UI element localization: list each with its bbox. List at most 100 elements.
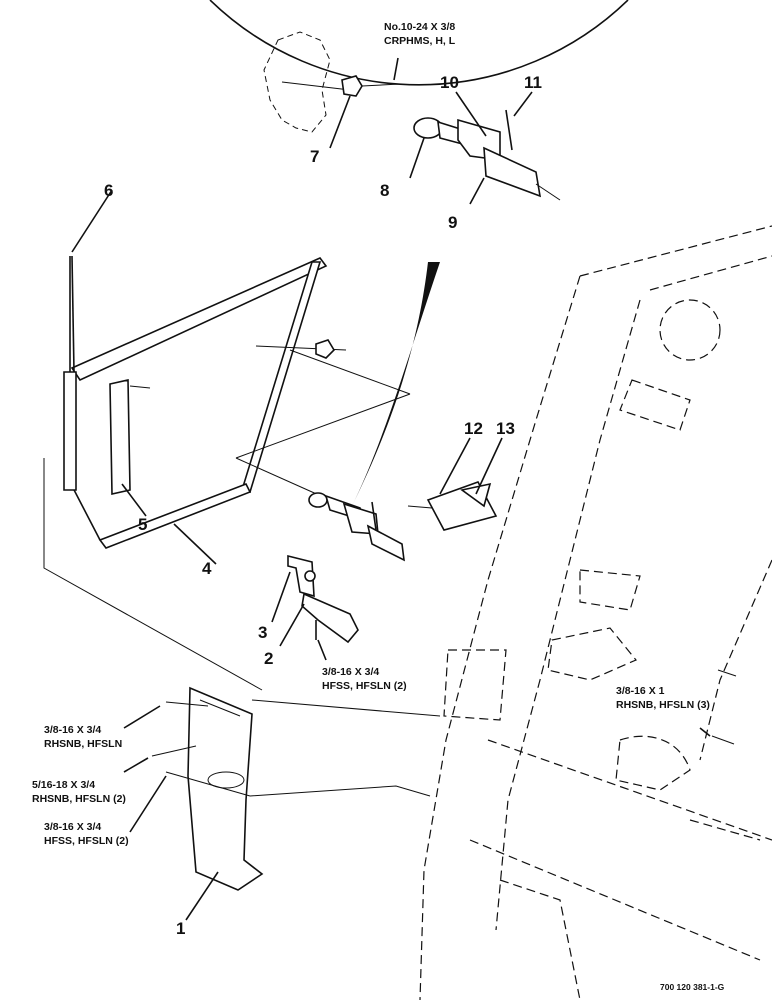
note-shield-bolt-a-line1: 3/8-16 X 3/4 bbox=[44, 724, 101, 736]
panel-corner bbox=[71, 485, 101, 541]
leader-11 bbox=[513, 91, 533, 117]
latch-tube bbox=[366, 524, 405, 562]
machine-frame bbox=[419, 225, 772, 1000]
callout-2: 2 bbox=[264, 649, 273, 668]
leader-3 bbox=[271, 571, 291, 623]
bracket-part-13 bbox=[460, 482, 492, 508]
frame-cutout-d bbox=[615, 735, 691, 791]
leader-5 bbox=[121, 483, 147, 517]
projection-line-e bbox=[249, 785, 431, 797]
note-screw-line2: CRPHMS, H, L bbox=[384, 35, 456, 47]
shield-bend bbox=[199, 699, 241, 717]
note-shield-bolt-a-line2: RHSNB, HFSLN bbox=[44, 738, 122, 750]
leader-2 bbox=[279, 603, 305, 647]
note-shield-bolt-b-line1: 5/16-18 X 3/4 bbox=[32, 779, 95, 791]
frame-bolt-b bbox=[711, 735, 735, 745]
projection-line-d bbox=[251, 699, 441, 717]
leader-9 bbox=[469, 177, 485, 205]
latch-pin bbox=[371, 501, 377, 531]
note-shield-bolt-c-line1: 3/8-16 X 3/4 bbox=[44, 821, 101, 833]
detail-pin-part-11 bbox=[505, 109, 513, 151]
shield-slot bbox=[207, 771, 245, 789]
detail-center-line bbox=[281, 81, 351, 91]
leader-note-6 bbox=[129, 775, 167, 833]
leader-note-screw bbox=[393, 57, 399, 81]
panel-loop-column bbox=[63, 371, 77, 491]
callout-8: 8 bbox=[380, 181, 389, 200]
bolt-b bbox=[151, 745, 197, 757]
detail-panel-edge bbox=[263, 31, 331, 133]
frame-cutout-b bbox=[579, 569, 641, 611]
frame-cutout-a bbox=[619, 379, 691, 431]
frame-top-inner bbox=[649, 255, 772, 291]
leader-1 bbox=[185, 871, 219, 921]
knob bbox=[308, 492, 328, 508]
frame-bottom-beam bbox=[469, 839, 761, 961]
leader-7 bbox=[329, 95, 351, 149]
callout-13: 13 bbox=[496, 419, 515, 438]
frame-inner-edge bbox=[495, 299, 641, 931]
note-screw-line1: No.10-24 X 3/8 bbox=[384, 21, 455, 33]
callout-10: 10 bbox=[440, 73, 459, 92]
note-frame-bolt-line2: RHSNB, HFSLN (3) bbox=[616, 699, 710, 711]
callout-4: 4 bbox=[202, 559, 212, 578]
callout-labels: 1 2 3 4 5 6 7 8 9 10 11 12 13 bbox=[104, 73, 542, 938]
detail-pointer-wedge bbox=[350, 262, 440, 510]
bolt-c bbox=[165, 771, 251, 797]
panel-assembly bbox=[63, 189, 411, 565]
mount-brackets bbox=[271, 554, 359, 661]
detail-tube-part-9 bbox=[483, 146, 542, 198]
frame-left-edge bbox=[419, 275, 581, 1000]
bracket-part-5 bbox=[109, 379, 131, 495]
frame-bolt-a bbox=[717, 669, 737, 677]
note-bracket-bolt-line2: HFSS, HFSLN (2) bbox=[322, 680, 407, 692]
detail-knob-part-8 bbox=[413, 117, 443, 139]
detail-circle-outline bbox=[209, 0, 629, 86]
nut bbox=[304, 570, 316, 582]
leader-4 bbox=[173, 523, 217, 565]
leader-note-4 bbox=[123, 705, 161, 729]
leader-note-3 bbox=[699, 727, 711, 737]
callout-11: 11 bbox=[524, 73, 542, 92]
panel-bottom-rail bbox=[98, 482, 252, 549]
leader-12 bbox=[439, 437, 471, 495]
leader-note-2 bbox=[317, 639, 327, 661]
note-shield-bolt-b-line2: RHSNB, HFSLN (2) bbox=[32, 793, 126, 805]
panel-top-rail bbox=[70, 257, 328, 382]
detail-screw-line bbox=[361, 83, 401, 87]
frame-window bbox=[443, 649, 507, 721]
frame-bolt-row bbox=[689, 819, 761, 841]
frame-hole-top bbox=[659, 299, 721, 361]
note-shield-bolt-c-line2: HFSS, HFSLN (2) bbox=[44, 835, 129, 847]
leader-note-5 bbox=[123, 757, 149, 773]
frame-lower-beam bbox=[487, 739, 772, 841]
frame-cutout-c bbox=[547, 627, 637, 681]
rod-part-6-edge bbox=[71, 255, 75, 373]
projection-line-a bbox=[289, 349, 411, 395]
shield-part-1 bbox=[43, 458, 441, 921]
detail-axis-line bbox=[535, 183, 561, 201]
detail-latch-part-7 bbox=[341, 75, 363, 97]
panel-latch bbox=[315, 339, 336, 359]
callout-12: 12 bbox=[464, 419, 483, 438]
leader-10 bbox=[455, 91, 487, 137]
callout-1: 1 bbox=[176, 919, 185, 938]
hardware-notes: No.10-24 X 3/8 CRPHMS, H, L 3/8-16 X 3/4… bbox=[32, 21, 710, 847]
frame-bottom-panel bbox=[499, 879, 581, 1000]
callout-5: 5 bbox=[138, 515, 147, 534]
callout-9: 9 bbox=[448, 213, 457, 232]
detail-magnifier bbox=[209, 0, 629, 510]
figure-reference: 700 120 381-1-G bbox=[660, 982, 725, 992]
frame-diagonal bbox=[699, 559, 772, 761]
note-frame-bolt-line1: 3/8-16 X 1 bbox=[616, 685, 665, 697]
bracket-part-3 bbox=[287, 554, 315, 598]
arm-part-2 bbox=[301, 592, 359, 644]
leader-6 bbox=[71, 189, 113, 253]
callout-6: 6 bbox=[104, 181, 113, 200]
note-bracket-bolt-line1: 3/8-16 X 3/4 bbox=[322, 666, 379, 678]
leader-13 bbox=[475, 437, 503, 495]
projection-line-b bbox=[235, 393, 411, 459]
callout-7: 7 bbox=[310, 147, 319, 166]
bolt-a bbox=[165, 701, 209, 707]
